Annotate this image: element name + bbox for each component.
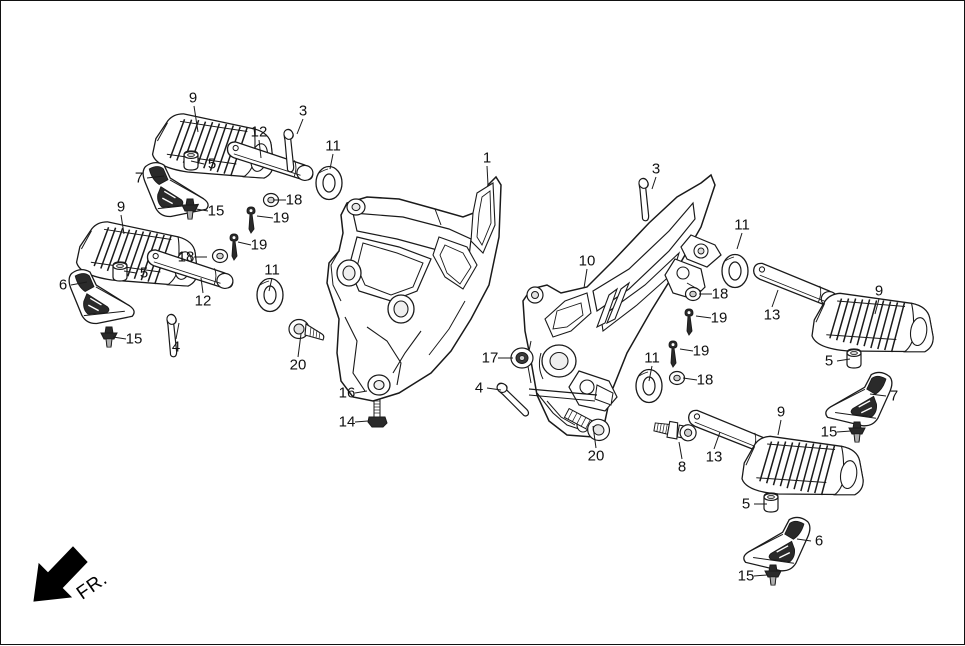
leader-line-8	[678, 441, 683, 460]
leader-line-18	[682, 377, 698, 381]
front-direction-arrow	[33, 546, 88, 602]
leader-line-13	[771, 289, 779, 308]
callout-15[interactable]: 15	[125, 330, 143, 348]
leader-line-15	[753, 574, 768, 577]
callout-11[interactable]: 11	[325, 137, 341, 155]
callout-4[interactable]: 4	[171, 338, 181, 356]
callout-11[interactable]: 11	[644, 349, 660, 367]
leader-line-11	[268, 277, 273, 292]
leader-line-5	[123, 270, 137, 274]
leader-line-5	[836, 358, 851, 362]
callout-5[interactable]: 5	[139, 264, 149, 282]
leader-line-7	[869, 393, 887, 397]
callout-5[interactable]: 5	[207, 155, 217, 173]
right-footrest-group	[490, 173, 939, 586]
leader-line-6	[70, 281, 88, 286]
left-footrest-group	[62, 108, 502, 428]
leader-line-3	[651, 176, 657, 190]
leader-line-19	[679, 348, 694, 352]
leader-line-9	[777, 419, 782, 436]
callout-19[interactable]: 19	[272, 209, 290, 227]
leader-line-12	[258, 139, 262, 159]
leader-line-11	[648, 365, 653, 382]
callout-12[interactable]: 12	[194, 292, 212, 310]
bracket-left-part1	[326, 175, 502, 402]
leader-line-20	[297, 333, 302, 358]
callout-14[interactable]: 14	[338, 413, 356, 431]
callout-11[interactable]: 11	[264, 261, 280, 279]
callout-5[interactable]: 5	[824, 352, 834, 370]
leader-line-14	[354, 420, 369, 423]
callout-4[interactable]: 4	[474, 379, 484, 397]
leader-line-5	[190, 160, 205, 165]
callout-11[interactable]: 11	[734, 216, 750, 234]
callout-19[interactable]: 19	[692, 342, 710, 360]
leader-line-15	[836, 430, 852, 433]
callout-13[interactable]: 13	[763, 306, 781, 324]
leader-line-9	[193, 105, 199, 133]
callout-leader-lines	[70, 105, 887, 577]
leader-line-7	[146, 175, 165, 179]
callout-18[interactable]: 18	[696, 371, 714, 389]
leader-line-10	[583, 268, 588, 289]
callout-12[interactable]: 12	[250, 123, 268, 141]
leader-line-16	[354, 390, 368, 394]
callout-6[interactable]: 6	[58, 276, 68, 294]
callout-15[interactable]: 15	[207, 202, 225, 220]
callout-7[interactable]: 7	[889, 387, 899, 405]
leader-line-11	[329, 153, 334, 170]
leader-line-11	[736, 232, 743, 250]
leader-line-20	[592, 425, 597, 449]
leader-line-6	[796, 538, 812, 542]
leader-line-19	[256, 215, 274, 219]
callout-5[interactable]: 5	[741, 495, 751, 513]
callout-18[interactable]: 18	[285, 191, 303, 209]
callout-3[interactable]: 3	[298, 102, 308, 120]
leader-line-19	[695, 315, 712, 319]
leader-line-4	[486, 387, 502, 391]
callout-18[interactable]: 18	[177, 248, 195, 266]
callout-19[interactable]: 19	[250, 236, 268, 254]
callout-9[interactable]: 9	[776, 403, 786, 421]
callout-3[interactable]: 3	[651, 160, 661, 178]
callout-17[interactable]: 17	[481, 349, 499, 367]
callout-1[interactable]: 1	[482, 149, 492, 167]
leader-line-4	[175, 322, 180, 340]
leader-line-3	[296, 118, 304, 135]
callout-19[interactable]: 19	[710, 309, 728, 327]
callout-9[interactable]: 9	[874, 282, 884, 300]
callout-8[interactable]: 8	[677, 458, 687, 476]
callout-6[interactable]: 6	[814, 532, 824, 550]
callout-20[interactable]: 20	[587, 447, 605, 465]
callout-16[interactable]: 16	[338, 384, 356, 402]
callout-9[interactable]: 9	[188, 89, 198, 107]
leader-line-15	[195, 208, 209, 212]
bracket-right-part10	[522, 173, 722, 438]
callout-20[interactable]: 20	[289, 356, 307, 374]
callout-18[interactable]: 18	[711, 285, 729, 303]
callout-9[interactable]: 9	[116, 198, 126, 216]
leader-line-1	[486, 165, 489, 186]
leader-line-12	[200, 277, 204, 294]
leader-line-15	[112, 336, 127, 340]
callout-10[interactable]: 10	[578, 252, 596, 270]
leader-line-19	[237, 241, 252, 246]
callout-15[interactable]: 15	[820, 423, 838, 441]
leader-line-9	[120, 214, 125, 235]
callout-7[interactable]: 7	[134, 169, 144, 187]
callout-13[interactable]: 13	[705, 448, 723, 466]
callout-15[interactable]: 15	[737, 567, 755, 585]
leader-line-13	[713, 431, 721, 450]
leader-line-9	[874, 298, 880, 315]
